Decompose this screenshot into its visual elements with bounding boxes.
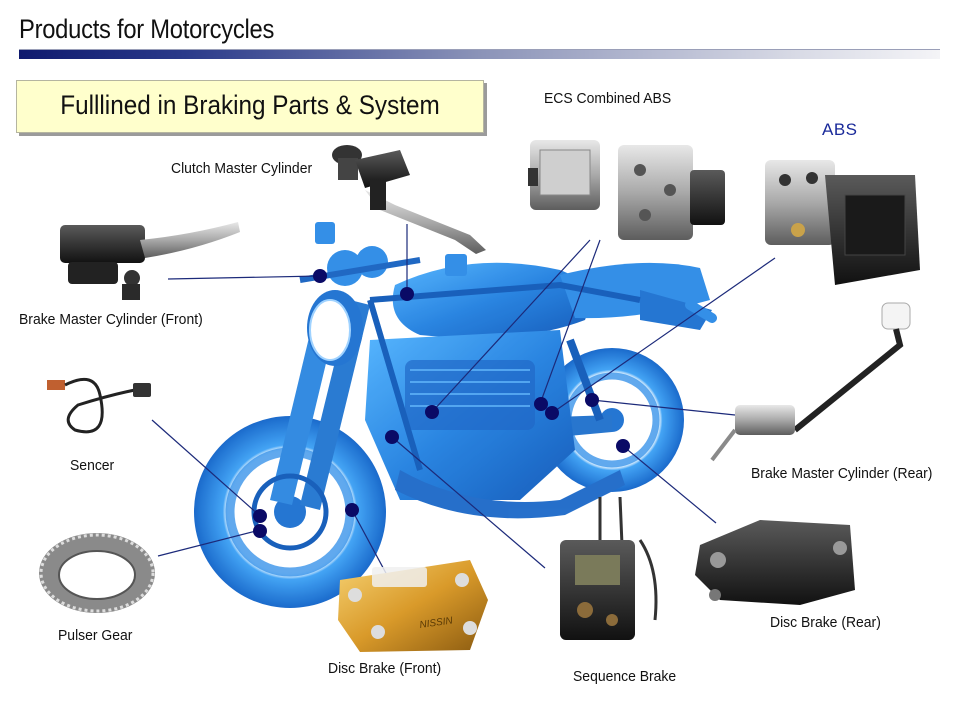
callout-dot [385, 430, 399, 444]
callout-line-sequence-brake [391, 436, 546, 569]
callout-lines [151, 224, 776, 591]
callout-dot [534, 397, 548, 411]
callout-dot [345, 503, 359, 517]
callout-line-disc-rear [622, 445, 717, 524]
label-disc-brake-rear: Disc Brake (Rear) [770, 614, 881, 631]
label-ecs-combined-abs: ECS Combined ABS [544, 90, 672, 107]
label-abs: ABS [822, 120, 858, 139]
clutch-master-image [332, 145, 486, 254]
sencer-image [47, 377, 151, 434]
label-disc-brake-front: Disc Brake (Front) [328, 660, 442, 677]
disc-brake-front-image: NISSIN [338, 560, 488, 652]
label-pulser-gear: Pulser Gear [58, 627, 133, 644]
callout-line-ecs-abs-1 [431, 239, 591, 413]
label-clutch-master-cylinder: Clutch Master Cylinder [171, 160, 313, 177]
callout-dot [253, 524, 267, 538]
callout-dot [616, 439, 630, 453]
label-brake-master-front: Brake Master Cylinder (Front) [19, 311, 203, 328]
callout-dot [253, 509, 267, 523]
sequence-brake-image [560, 496, 658, 640]
subtitle-text: Fulllined in Braking Parts & System [60, 90, 440, 120]
callout-dot [313, 269, 327, 283]
callout-line-pulser-gear [157, 529, 261, 557]
label-sencer: Sencer [70, 457, 115, 474]
page-title: Products for Motorcycles [19, 14, 275, 44]
callout-line-abs [551, 257, 776, 414]
ecs-abs-image [528, 140, 725, 240]
callout-dots [253, 269, 630, 538]
callout-line-brake-master-front [167, 275, 321, 280]
nissin-logo: NISSIN [419, 615, 454, 631]
abs-unit-image [765, 160, 920, 285]
callout-line-sencer [151, 419, 261, 517]
label-sequence-brake: Sequence Brake [573, 668, 677, 685]
subtitle-banner: Fulllined in Braking Parts & System [16, 80, 484, 133]
callout-line-ecs-abs-2 [539, 239, 601, 405]
motorcycle-illustration [194, 222, 717, 608]
callout-dot [585, 393, 599, 407]
brake-master-rear-image [710, 302, 911, 462]
title-underline [19, 49, 940, 59]
callout-dot [425, 405, 439, 419]
label-brake-master-rear: Brake Master Cylinder (Rear) [751, 465, 933, 482]
callout-line-brake-master-rear [591, 399, 736, 416]
disc-brake-rear-image [695, 520, 855, 605]
callout-dot [545, 406, 559, 420]
brake-master-front-image [60, 222, 240, 300]
callout-dot [400, 287, 414, 301]
pulser-gear-image [39, 533, 155, 613]
